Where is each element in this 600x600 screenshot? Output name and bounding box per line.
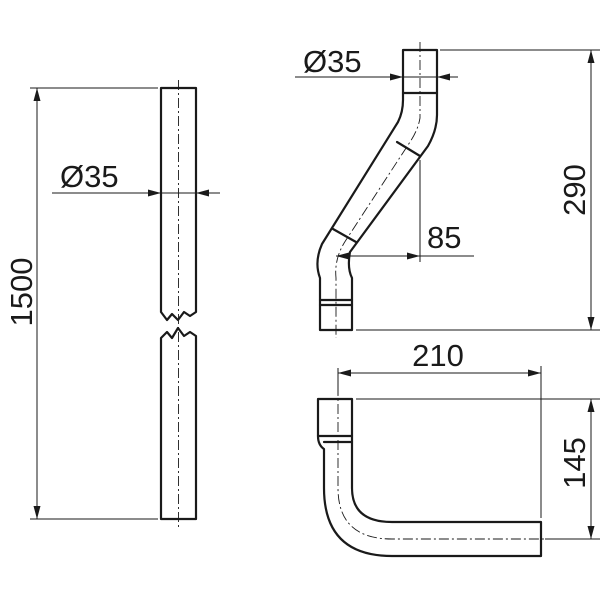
s-bend-outline — [316, 48, 439, 332]
s-bend-joint-lower-bend — [331, 227, 358, 244]
elbow-height-dimension: 145 — [356, 398, 600, 540]
straight-diameter-dimension: Ø35 — [52, 159, 220, 197]
straight-pipe: 1500 Ø35 — [4, 80, 220, 528]
elbow-outline — [316, 397, 543, 558]
elbow-width-dimension: 210 — [337, 338, 542, 518]
s-bend-centerline — [335, 42, 421, 338]
s-bend-offset-label: 85 — [427, 220, 461, 255]
elbow-pipe: 210 145 — [316, 338, 600, 558]
length-label: 1500 — [4, 258, 39, 327]
elbow-centerline — [337, 368, 548, 540]
straight-pipe-upper — [159, 86, 198, 322]
s-bend-diameter-label: Ø35 — [303, 44, 362, 79]
length-dimension: 1500 — [4, 87, 158, 520]
elbow-height-label: 145 — [557, 437, 592, 489]
straight-diameter-label: Ø35 — [60, 159, 119, 194]
s-bend-height-label: 290 — [557, 164, 592, 216]
s-bend-pipe: Ø35 290 85 — [295, 42, 600, 338]
s-bend-joint-upper-bend — [395, 140, 422, 158]
s-bend-height-dimension: 290 — [356, 49, 600, 331]
s-bend-offset-dimension: 85 — [336, 160, 474, 262]
s-bend-diameter-dimension: Ø35 — [295, 44, 458, 81]
elbow-width-label: 210 — [412, 338, 464, 373]
